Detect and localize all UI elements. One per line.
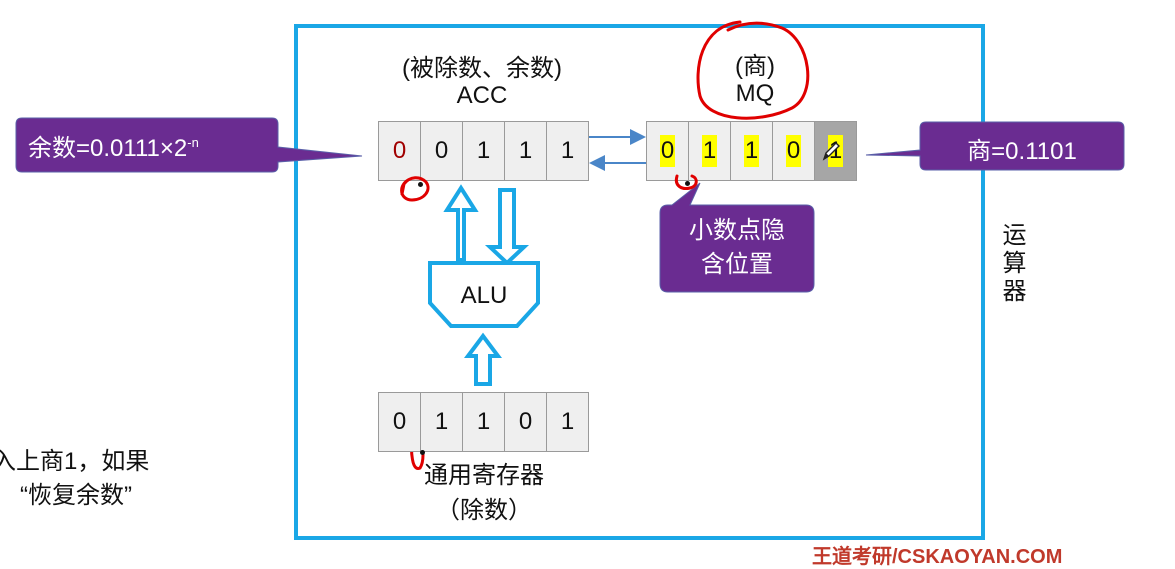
mq-point-circle-annotation (674, 174, 698, 190)
gpr-to-alu-arrow (464, 332, 502, 386)
mq-bit-value: 1 (701, 135, 718, 167)
acc-bit: 1 (463, 122, 505, 180)
acc-name: ACC (456, 82, 508, 109)
acc-bit-value: 1 (476, 137, 491, 164)
gpr-bit-value: 0 (392, 408, 407, 435)
acc-bit: 1 (505, 122, 547, 180)
mq-bit-value: 1 (743, 135, 760, 167)
acc-bit-value: 1 (560, 137, 575, 164)
acc-bit: 0 (421, 122, 463, 180)
point-position-callout-shape (659, 182, 815, 293)
acc-bit: 0 (379, 122, 421, 180)
point-position-line1: 小数点隐 (689, 217, 785, 244)
gpr-bit: 1 (547, 393, 588, 451)
gpr-bit: 0 (505, 393, 547, 451)
mq-circle-annotation (696, 20, 810, 120)
remainder-value: 余数=0.0111 (28, 135, 160, 162)
gpr-register: 0 1 1 0 1 (378, 392, 589, 452)
left-note-line1: 入上商1，如果 (0, 448, 150, 475)
point-position-line2: 含位置 (701, 251, 773, 278)
alu-label: ALU (460, 282, 508, 309)
mq-name: MQ (735, 80, 775, 107)
mq-register: 0 1 1 0 1 (646, 121, 857, 181)
remainder-times: ×2 (159, 135, 188, 162)
alu-shape (428, 261, 540, 328)
arithmetic-unit-label-text: 运算器 (998, 222, 1025, 306)
gpr-name: 通用寄存器 (424, 462, 544, 489)
acc-register: 0 0 1 1 1 (378, 121, 589, 181)
mq-caption: (商) (735, 53, 775, 80)
remainder-callout-shape (15, 117, 363, 173)
pencil-icon (822, 142, 840, 161)
acc-bit-value: 1 (518, 137, 533, 164)
watermark: 王道考研/CSKAOYAN.COM (812, 546, 1063, 568)
alu-to-acc-arrow (443, 184, 479, 262)
mq-bit: 1 (731, 122, 773, 180)
mq-bit-value: 0 (659, 135, 676, 167)
gpr-bit-value: 1 (476, 408, 491, 435)
mq-bit-value: 1 (827, 135, 844, 167)
remainder-exponent: -n (187, 135, 199, 150)
point-position-callout: 小数点隐 含位置 (660, 214, 814, 282)
gpr-bit-value: 1 (434, 408, 449, 435)
mq-bit: 0 (647, 122, 689, 180)
diagram-overlay (15, 20, 1125, 470)
acc-to-alu-arrow (484, 188, 530, 266)
quotient-callout-shape (865, 121, 1125, 171)
gpr-bit-value: 0 (518, 408, 533, 435)
arithmetic-unit-label: 运算器 (995, 222, 1025, 306)
mq-bit: 0 (773, 122, 815, 180)
acc-caption: (被除数、余数) (402, 55, 562, 82)
acc-bit: 1 (547, 122, 588, 180)
arithmetic-unit-frame (294, 24, 985, 540)
gpr-implied-point-dot (420, 450, 425, 455)
acc-bit-value: 0 (434, 137, 449, 164)
gpr-caption: （除数） (436, 497, 532, 524)
acc-implied-point-dot (418, 182, 423, 187)
quotient-callout: 商=0.1101 (967, 138, 1077, 165)
mq-bit-value: 0 (785, 135, 802, 167)
gpr-bit: 0 (379, 393, 421, 451)
gpr-bit: 1 (463, 393, 505, 451)
mq-implied-point-dot (685, 181, 690, 186)
gpr-bit: 1 (421, 393, 463, 451)
gpr-bit-value: 1 (560, 408, 575, 435)
mq-bit: 1 (689, 122, 731, 180)
left-note-line2: “恢复余数” (20, 482, 132, 509)
remainder-callout: 余数=0.0111×2-n (28, 128, 199, 163)
mq-bit: 1 (815, 122, 856, 180)
acc-bit-value: 0 (392, 137, 407, 164)
acc-point-circle-annotation (400, 176, 430, 202)
